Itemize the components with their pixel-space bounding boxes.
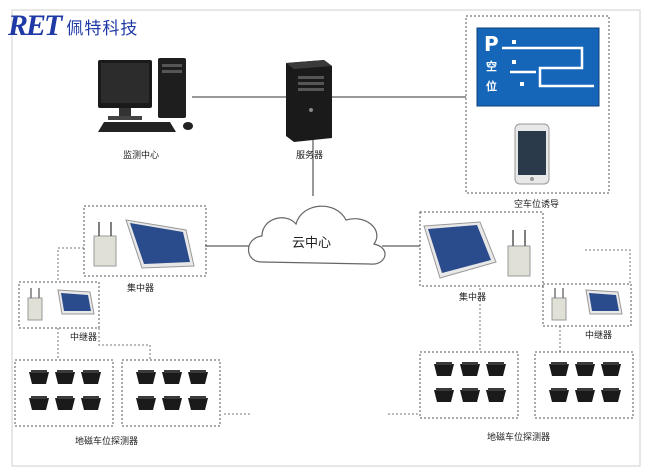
dashed-links <box>57 247 631 415</box>
detector-icon-cap <box>436 388 452 391</box>
link-conc-left-repeater <box>57 247 84 282</box>
detector-icon-cap <box>603 362 619 365</box>
detector-icon <box>486 390 506 402</box>
detector-icon <box>29 372 49 384</box>
company-name: 佩特科技 <box>66 18 139 39</box>
smartphone-icon <box>514 123 550 185</box>
detector-icon-cap <box>577 388 593 391</box>
detector-icon <box>601 390 621 402</box>
detector-icons <box>29 362 621 410</box>
detector-icon-cap <box>190 370 206 373</box>
detector-icon-cap <box>138 396 154 399</box>
label-concentrator-right: 集中器 <box>459 293 487 303</box>
label-detector-left: 地磁车位探测器 <box>75 437 139 447</box>
sign-letter-p: P <box>484 32 499 56</box>
detector-icon-cap <box>603 388 619 391</box>
solar-panel-left-icon <box>125 219 195 269</box>
detector-icon <box>188 372 208 384</box>
detector-icon-cap <box>138 370 154 373</box>
detector-icon <box>434 390 454 402</box>
label-concentrator-left: 集中器 <box>127 284 155 294</box>
detector-icon <box>434 364 454 376</box>
detector-icon <box>549 364 569 376</box>
label-detector-right: 地磁车位探测器 <box>487 433 551 443</box>
detector-icon <box>29 398 49 410</box>
detector-icon <box>55 398 75 410</box>
label-guidance: 空车位诱导 <box>514 200 560 210</box>
sign-char-1: 空 <box>486 60 497 73</box>
link-repeater-left-detector2 <box>98 328 151 360</box>
label-repeater-right: 中继器 <box>585 331 613 341</box>
label-server: 服务器 <box>296 151 324 161</box>
label-monitor-center: 监测中心 <box>123 151 160 161</box>
concentrator-right-device-icon <box>507 230 531 277</box>
detector-icon <box>55 372 75 384</box>
detector-group-3 <box>419 351 519 419</box>
detector-icon-cap <box>83 370 99 373</box>
detector-icon-cap <box>190 396 206 399</box>
detector-icon <box>81 398 101 410</box>
server-icon <box>286 60 332 142</box>
detector-icon <box>486 364 506 376</box>
detector-icon-cap <box>488 388 504 391</box>
detector-icon-cap <box>551 362 567 365</box>
detector-icon <box>188 398 208 410</box>
detector-icon <box>460 364 480 376</box>
detector-icon-cap <box>57 370 73 373</box>
concentrator-right-box <box>419 211 544 287</box>
detector-icon <box>575 364 595 376</box>
label-repeater-left: 中继器 <box>70 333 98 343</box>
parking-guidance-sign <box>476 27 600 107</box>
detector-group-4 <box>534 351 634 419</box>
solar-panel-right-icon <box>423 221 497 279</box>
detector-icon <box>136 398 156 410</box>
detector-icon <box>162 372 182 384</box>
repeater-right-icon <box>551 288 623 321</box>
concentrator-left-box <box>83 205 207 277</box>
connection-lines <box>192 96 466 247</box>
monitor-center-computer-icon <box>98 58 193 132</box>
repeater-left-box <box>18 281 100 329</box>
detector-icon-cap <box>551 388 567 391</box>
sign-char-2: 位 <box>486 80 497 93</box>
detector-icon <box>549 390 569 402</box>
detector-icon-cap <box>462 388 478 391</box>
label-cloud: 云中心 <box>292 236 332 251</box>
detector-icon <box>601 364 621 376</box>
repeater-left-icon <box>27 288 95 321</box>
detector-icon-cap <box>164 370 180 373</box>
detector-icon <box>460 390 480 402</box>
diagram-frame <box>11 9 641 467</box>
detector-icon-cap <box>57 396 73 399</box>
detector-icon-cap <box>462 362 478 365</box>
cloud-icon <box>247 205 386 265</box>
detector-icon <box>575 390 595 402</box>
concentrator-left-device-icon <box>93 222 117 267</box>
detector-group-1 <box>14 359 114 427</box>
detector-icon-cap <box>31 370 47 373</box>
detector-icon <box>162 398 182 410</box>
detector-icon <box>136 372 156 384</box>
detector-icon-cap <box>436 362 452 365</box>
logo-mark: RET <box>8 9 62 42</box>
company-logo: RET 佩特科技 <box>8 6 138 46</box>
detector-icon-cap <box>164 396 180 399</box>
detector-icon-cap <box>577 362 593 365</box>
detector-icon-cap <box>488 362 504 365</box>
link-conc-right-repeater <box>585 249 631 285</box>
detector-icon-cap <box>83 396 99 399</box>
detector-icon <box>81 372 101 384</box>
detector-group-2 <box>121 359 221 427</box>
repeater-right-box <box>542 283 632 327</box>
detector-icon-cap <box>31 396 47 399</box>
